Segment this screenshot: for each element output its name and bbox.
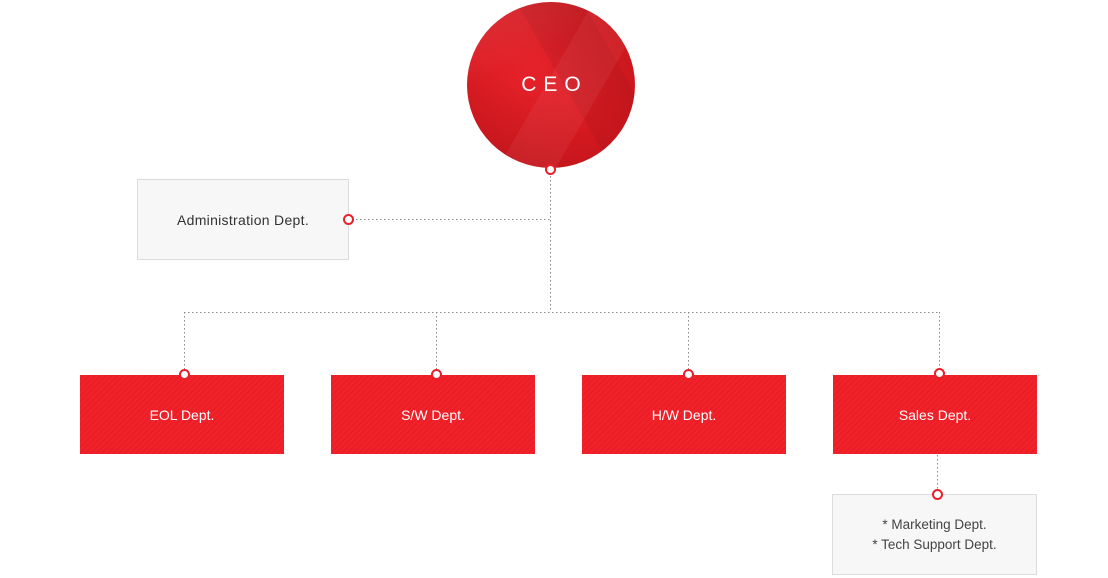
sw-dept-label: S/W Dept.: [401, 406, 465, 423]
admin-connector-node: [343, 214, 354, 225]
hw-connector-node: [683, 369, 694, 380]
administration-dept-box: Administration Dept.: [137, 179, 349, 260]
sales-dept-label: Sales Dept.: [898, 406, 972, 423]
sales-sub-connector-node: [932, 489, 943, 500]
ceo-node: CEO: [467, 2, 635, 168]
sales-sub-departments-box: * Marketing Dept. * Tech Support Dept.: [832, 494, 1037, 575]
eol-connector-node: [179, 369, 190, 380]
sw-connector-node: [431, 369, 442, 380]
hw-dept-label: H/W Dept.: [651, 406, 717, 423]
sales-connector-node: [934, 368, 945, 379]
sw-dept-box: S/W Dept.: [331, 375, 535, 454]
hw-dept-box: H/W Dept.: [582, 375, 786, 454]
ceo-facet-texture: [467, 2, 635, 168]
sales-dept-box: Sales Dept.: [833, 375, 1037, 454]
administration-dept-label: Administration Dept.: [176, 211, 310, 228]
eol-dept-box: EOL Dept.: [80, 375, 284, 454]
ceo-label: CEO: [521, 73, 588, 96]
ceo-connector-node: [545, 164, 556, 175]
marketing-dept-item: * Marketing Dept.: [882, 516, 987, 532]
tech-support-dept-item: * Tech Support Dept.: [872, 536, 997, 552]
eol-dept-label: EOL Dept.: [149, 406, 215, 423]
